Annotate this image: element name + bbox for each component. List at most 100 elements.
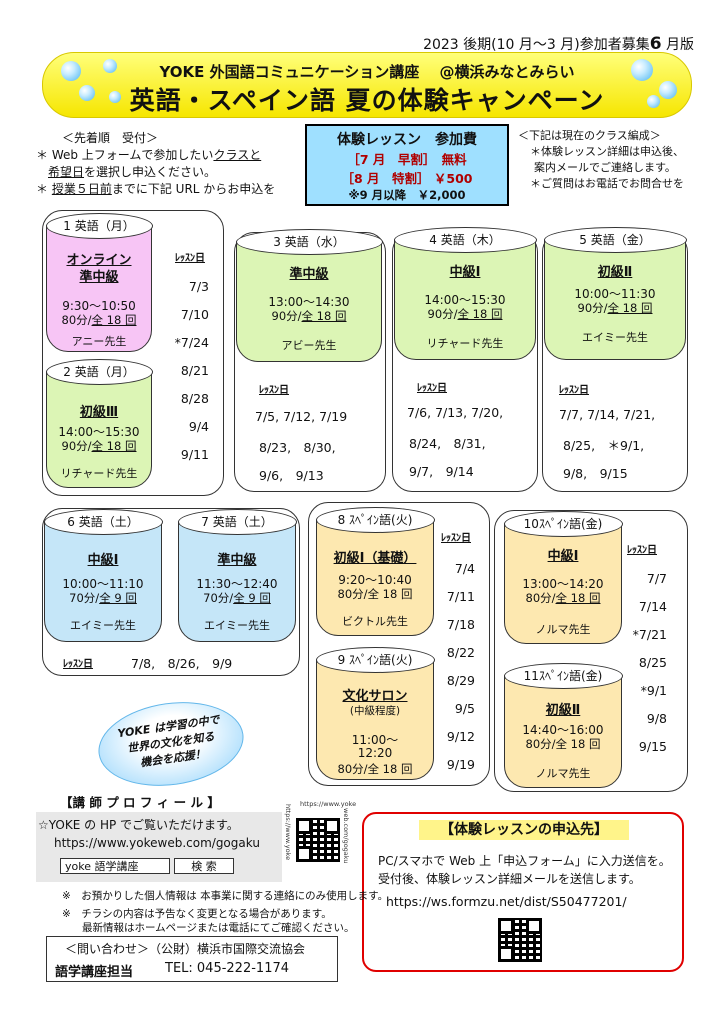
lesson-days-label: ﾚｯｽﾝ日	[627, 545, 657, 556]
qr-finder-icon	[324, 818, 340, 834]
class-level: 初級Ⅰ（基礎）	[333, 551, 417, 566]
lesson-date: 7/7	[646, 571, 667, 586]
class-card-8: 8 ｽﾍﾟｲﾝ語(火) 初級Ⅰ（基礎） 9:20～10:40 80分/全 18 …	[315, 507, 435, 636]
qr-finder-icon	[498, 946, 514, 962]
class-level: 初級Ⅲ	[79, 405, 119, 420]
lesson-days-label: ﾚｯｽﾝ日	[417, 383, 447, 394]
search-box[interactable]: yoke 語学講座	[60, 858, 170, 874]
edition-text: 2023 後期(10 月～3 月)参加者募集	[423, 37, 650, 53]
class-time: 13:00～14:30	[268, 295, 350, 309]
lesson-date: 7/3	[188, 279, 209, 294]
class-note-1: ＜下記は現在のクラス編成＞	[518, 129, 661, 142]
lesson-dates: 8/25, ＊9/1,	[563, 438, 645, 453]
lesson-date: 9/12	[446, 729, 475, 744]
trial-fee-july: ［7 月 早割］ 無料	[347, 152, 467, 167]
class-teacher: エイミー先生	[582, 331, 648, 344]
contact-phone: TEL: 045-222-1174	[165, 961, 290, 976]
title-line-1: YOKE 外国語コミュニケーション講座 @横浜みなとみらい	[159, 63, 575, 81]
class-heading: 8 ｽﾍﾟｲﾝ語(火)	[315, 507, 435, 533]
lesson-date: *9/1	[640, 683, 667, 698]
lesson-dates: 9/8, 9/15	[563, 466, 628, 481]
class-teacher: リチャード先生	[60, 467, 138, 480]
class-card-10: 10ｽﾍﾟｲﾝ語(金) 中級Ⅰ 13:00～14:20 80分/全 18 回 ノ…	[503, 511, 623, 644]
lesson-date: 8/22	[446, 645, 475, 660]
application-heading: 【体験レッスンの申込先】	[419, 820, 629, 840]
qr-caption: https://www.yoke	[284, 804, 292, 861]
class-level: 準中級	[289, 267, 329, 282]
lesson-date: 9/19	[446, 757, 475, 772]
lesson-days-label: ﾚｯｽﾝ日	[259, 385, 289, 396]
class-duration: 70分/全 9 回	[203, 591, 271, 605]
lesson-dates: 7/8, 8/26, 9/9	[131, 656, 233, 671]
class-time: 9:20～10:40	[338, 573, 412, 587]
lesson-date: 7/14	[638, 599, 667, 614]
class-time: 9:30～10:50	[62, 299, 136, 313]
footnote: 最新情報はホームページまたは電話にてご確認ください。	[82, 922, 355, 934]
class-heading: 11ｽﾍﾟｲﾝ語(金)	[503, 663, 623, 689]
class-level-note: (中級程度)	[349, 705, 401, 717]
profile-url-link[interactable]: https://www.yokeweb.com/gogaku	[54, 836, 260, 850]
qr-caption: https://www.yoke	[300, 800, 357, 808]
lesson-dates: 9/7, 9/14	[409, 464, 474, 479]
class-heading: 10ｽﾍﾟｲﾝ語(金)	[503, 511, 623, 537]
contact-organization: ＜問い合わせ＞（公財）横浜市国際交流協会	[65, 942, 306, 956]
class-time: 13:00～14:20	[522, 577, 604, 591]
class-note-4: ＊ご質問はお電話でお問合せを	[530, 177, 684, 190]
class-time: 11:30～12:40	[196, 577, 278, 591]
bubble-icon	[631, 59, 653, 81]
class-teacher: エイミー先生	[70, 619, 136, 632]
profile-heading: 【講 師 プ ロ フ ィ ー ル 】	[60, 795, 220, 810]
class-level: オンライン	[66, 253, 132, 268]
class-card-7: 7 英語（土） 準中級 11:30～12:40 70分/全 9 回 エイミー先生	[177, 509, 297, 642]
class-card-1: 1 英語（月） オンライン 準中級 9:30～10:50 80分/全 18 回 …	[45, 213, 153, 352]
edition-suffix: 月版	[661, 37, 694, 53]
class-level: 中級Ⅰ	[547, 549, 579, 564]
profile-line: ☆YOKE の HP でご覧いただけます。	[38, 818, 239, 832]
trial-fee-august: ［8 月 特割］ ￥500	[341, 171, 473, 186]
lesson-date: 9/11	[180, 447, 209, 462]
application-line: PC/スマホで Web 上「申込フォーム」に入力送信を。	[378, 854, 671, 868]
bubble-icon	[103, 59, 117, 73]
class-teacher: エイミー先生	[204, 619, 270, 632]
class-level: 準中級	[79, 270, 119, 285]
footnote: ※ チラシの内容は予告なく変更となる場合があります。	[62, 908, 332, 920]
lesson-days-label: ﾚｯｽﾝ日	[559, 385, 589, 396]
class-duration: 70分/全 9 回	[69, 591, 137, 605]
class-duration: 90分/全 18 回	[61, 439, 137, 453]
class-duration: 80分/全 18 回	[337, 587, 413, 601]
note-line-2: 希望日を選択し申込ください。	[48, 165, 217, 179]
qr-caption: web.com/gogaku	[342, 808, 350, 864]
class-time: 10:00～11:10	[62, 577, 144, 591]
class-teacher: アニー先生	[71, 335, 127, 348]
class-heading: 2 英語（月）	[45, 359, 153, 385]
class-time: 14:40～16:00	[522, 723, 604, 737]
lesson-date: 8/29	[446, 673, 475, 688]
lesson-date: 8/25	[638, 655, 667, 670]
lesson-dates: 8/24, 8/31,	[409, 436, 486, 451]
class-teacher: アビー先生	[281, 339, 337, 352]
class-time: 14:00～15:30	[58, 425, 140, 439]
contact-department: 語学講座担当	[55, 965, 134, 980]
class-heading: 1 英語（月）	[45, 213, 153, 239]
class-time: 14:00～15:30	[424, 293, 506, 307]
class-level: 初級Ⅱ	[597, 265, 633, 280]
lesson-dates: 9/6, 9/13	[259, 468, 324, 483]
class-heading: 5 英語（金）	[543, 227, 687, 253]
lesson-dates: 7/5, 7/12, 7/19	[255, 409, 348, 424]
lesson-date: 7/4	[454, 561, 475, 576]
qr-finder-icon	[296, 846, 312, 862]
notes-heading: ＜先着順 受付＞	[62, 131, 159, 145]
class-teacher: ノルマ先生	[535, 623, 591, 636]
class-duration: 90分/全 18 回	[577, 301, 653, 315]
bubble-icon	[79, 85, 95, 101]
bubble-icon	[109, 91, 121, 103]
class-card-2: 2 英語（月） 初級Ⅲ 14:00～15:30 90分/全 18 回 リチャード…	[45, 359, 153, 488]
search-button[interactable]: 検 索	[174, 858, 234, 874]
profile-box: ☆YOKE の HP でご覧いただけます。 https://www.yokewe…	[36, 812, 282, 882]
lesson-date: *7/24	[174, 335, 209, 350]
class-card-5: 5 英語（金） 初級Ⅱ 10:00～11:30 90分/全 18 回 エイミー先…	[543, 227, 687, 360]
edition-number: 6	[649, 34, 662, 54]
class-card-11: 11ｽﾍﾟｲﾝ語(金) 初級Ⅱ 14:40～16:00 80分/全 18 回 ノ…	[503, 663, 623, 788]
application-url-link[interactable]: https://ws.formzu.net/dist/S50477201/	[386, 894, 627, 909]
class-heading: 6 英語（土）	[43, 509, 163, 535]
